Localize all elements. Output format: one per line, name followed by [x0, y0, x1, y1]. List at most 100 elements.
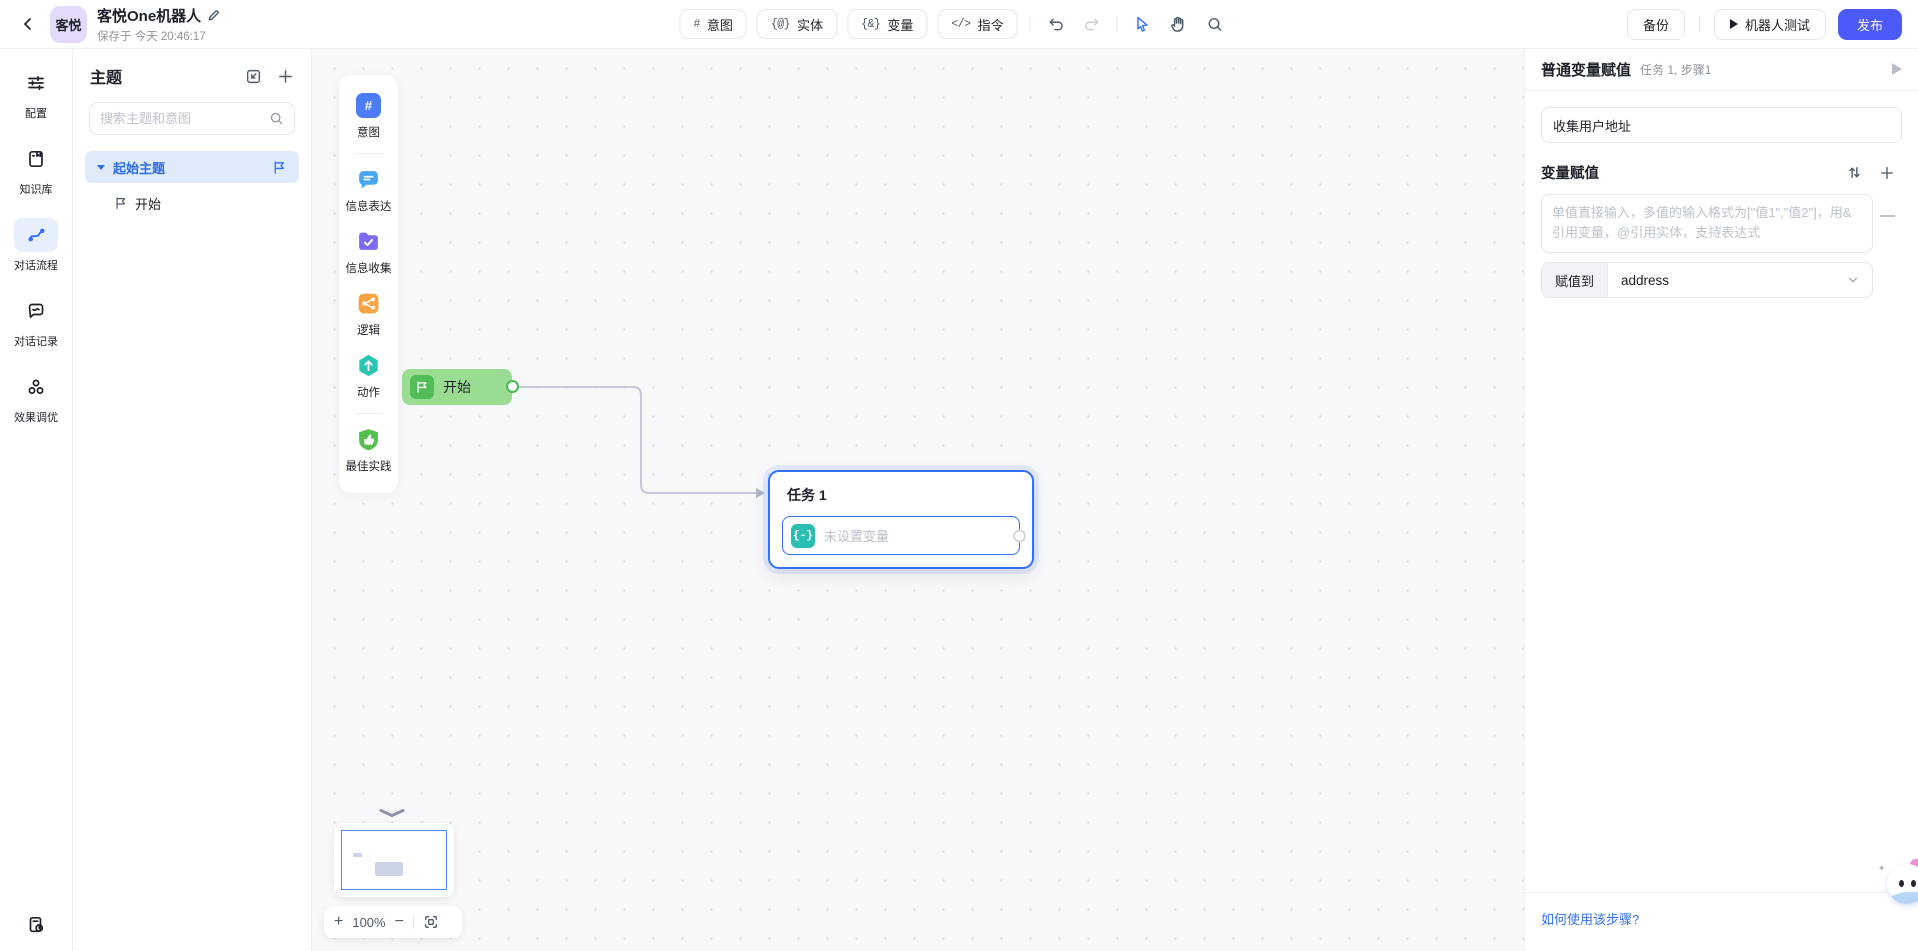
intent-icon: # — [693, 17, 700, 31]
topic-search-input[interactable] — [100, 111, 269, 126]
palette-item-intent[interactable]: # 意图 — [356, 87, 381, 149]
minimap-viewport — [341, 830, 447, 890]
fit-screen-icon — [424, 916, 437, 928]
sort-arrows-icon — [1849, 167, 1860, 178]
instruction-icon: </> — [951, 17, 971, 31]
entity-label: 实体 — [797, 17, 824, 33]
minimap[interactable] — [334, 823, 454, 897]
redo-button[interactable] — [1079, 11, 1105, 37]
intent-node-icon: # — [356, 93, 381, 118]
flow-canvas[interactable]: # 意图 信息表达 信息收集 — [312, 48, 1524, 951]
search-canvas-button[interactable] — [1202, 11, 1228, 37]
publish-button[interactable]: 发布 — [1837, 8, 1902, 40]
top-bar: 客悦 客悦One机器人 保存于 今天 20:46:17 # 意图 {@} 实体 … — [0, 0, 1918, 48]
flag-icon — [116, 197, 126, 209]
chevron-down-icon — [1846, 263, 1872, 297]
divider — [1525, 892, 1918, 893]
palette-item-expression[interactable]: 信息表达 — [346, 161, 392, 223]
select-tool-button[interactable] — [1130, 11, 1156, 37]
divider — [1698, 16, 1700, 32]
task-node[interactable]: 任务 1 {-} 未设置变量 — [768, 470, 1034, 569]
assign-to-label: 赋值到 — [1542, 263, 1609, 297]
nav-item-dialog-records[interactable]: 对话记录 — [14, 294, 58, 349]
palette-item-logic[interactable]: 逻辑 — [356, 285, 381, 347]
document-clock-icon — [29, 916, 44, 933]
topic-search[interactable] — [89, 102, 295, 135]
nav-item-config[interactable]: 配置 — [14, 66, 58, 121]
sort-assignments-button[interactable] — [1847, 165, 1862, 180]
remove-assignment-button[interactable]: — — [1880, 207, 1895, 224]
thumbs-up-node-icon — [359, 429, 378, 451]
start-node-label: 开始 — [443, 379, 471, 395]
help-link[interactable]: 如何使用该步骤? — [1541, 912, 1640, 927]
palette-item-best-practice[interactable]: 最佳实践 — [346, 421, 392, 483]
assistant-mascot[interactable]: ✦ — [1878, 856, 1918, 907]
palette-label: 动作 — [357, 387, 380, 399]
zoom-out-button[interactable]: − — [394, 913, 404, 930]
step-name-input[interactable] — [1541, 107, 1902, 143]
run-step-button[interactable] — [1892, 63, 1902, 75]
add-topic-button[interactable] — [277, 68, 294, 85]
entity-button[interactable]: {@} 实体 — [756, 9, 838, 39]
hand-icon — [1171, 16, 1184, 32]
caret-down-icon[interactable] — [97, 164, 105, 170]
nav-rail: 配置 知识库 对话流程 — [0, 48, 73, 951]
divider — [1029, 16, 1031, 32]
variable-button[interactable]: {&} 变量 — [847, 9, 928, 39]
minimap-collapse-button[interactable] — [378, 808, 406, 818]
task-node-title: 任务 1 — [787, 487, 827, 503]
assignment-section-title: 变量赋值 — [1541, 166, 1599, 182]
palette-item-action[interactable]: 动作 — [356, 347, 381, 409]
cluster-icon — [28, 379, 44, 394]
add-assignment-button[interactable] — [1879, 165, 1895, 181]
branch-node-icon — [358, 293, 379, 314]
task-step-variable[interactable]: {-} 未设置变量 — [782, 516, 1026, 555]
variable-icon: {&} — [861, 17, 881, 31]
backup-button[interactable]: 备份 — [1626, 8, 1685, 40]
instruction-button[interactable]: </> 指令 — [937, 9, 1018, 39]
minimap-task-node — [375, 862, 403, 876]
palette-label: 意图 — [357, 127, 380, 139]
assignment-value-input[interactable] — [1541, 194, 1873, 253]
start-node-output-port[interactable] — [506, 380, 519, 393]
palette-label: 信息表达 — [345, 201, 392, 213]
app-logo: 客悦 — [50, 5, 87, 43]
fit-view-button[interactable] — [423, 914, 439, 930]
plus-icon — [279, 69, 292, 83]
divider — [354, 413, 383, 414]
sparkle-icon: ✦ — [1878, 863, 1886, 873]
assign-to-value: address — [1621, 272, 1670, 288]
back-button[interactable] — [16, 12, 40, 36]
variable-label: 变量 — [887, 17, 914, 33]
edit-title-icon[interactable] — [207, 9, 220, 22]
bot-title: 客悦One机器人 — [97, 7, 202, 25]
mascot-face — [1887, 864, 1918, 904]
redo-icon — [1084, 18, 1098, 30]
nav-item-dialog-flow[interactable]: 对话流程 — [14, 218, 58, 273]
nav-item-optimization[interactable]: 效果调优 — [14, 370, 58, 425]
topic-start-root[interactable]: 起始主题 — [85, 151, 299, 183]
undo-button[interactable] — [1043, 11, 1069, 37]
nav-item-knowledge[interactable]: 知识库 — [14, 142, 58, 197]
assign-to-select[interactable]: 赋值到 address — [1541, 262, 1873, 298]
undo-icon — [1049, 18, 1063, 30]
palette-item-collect[interactable]: 信息收集 — [346, 223, 392, 285]
intent-label: 意图 — [706, 17, 733, 33]
release-history-button[interactable] — [0, 915, 72, 935]
nav-label-knowledge: 知识库 — [19, 184, 53, 196]
zoom-in-button[interactable]: + — [334, 913, 344, 930]
pan-tool-button[interactable] — [1166, 11, 1192, 37]
topic-child-start[interactable]: 开始 — [73, 187, 311, 219]
message-node-icon — [359, 171, 378, 189]
node-palette: # 意图 信息表达 信息收集 — [339, 75, 398, 493]
collapse-topics-button[interactable] — [245, 68, 262, 85]
start-node[interactable]: 开始 — [402, 369, 512, 405]
search-icon — [1208, 17, 1221, 31]
chevron-left-icon — [24, 18, 31, 30]
robot-test-button[interactable]: 机器人测试 — [1713, 8, 1826, 40]
divider — [412, 915, 414, 929]
nav-label-config: 配置 — [25, 108, 47, 120]
intent-button[interactable]: # 意图 — [679, 9, 747, 39]
task-step-output-port[interactable] — [1013, 529, 1026, 542]
inspector-title: 普通变量赋值 — [1541, 61, 1632, 79]
